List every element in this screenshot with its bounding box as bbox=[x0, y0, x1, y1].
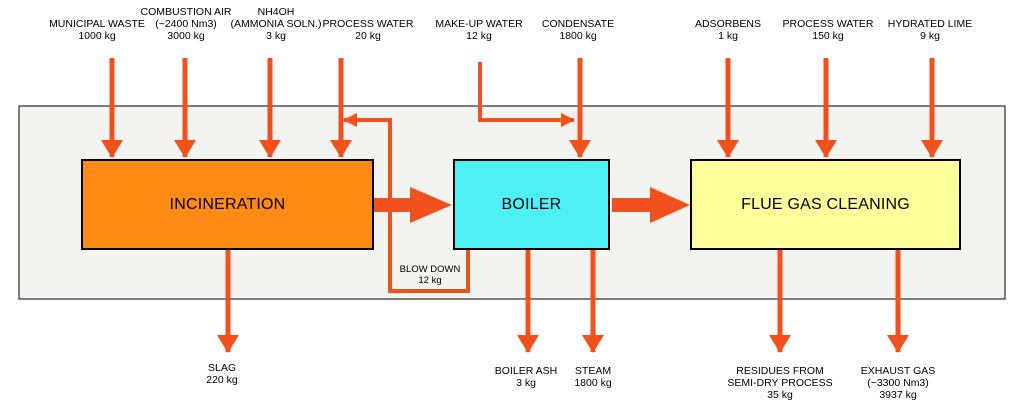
flue-gas-cleaning-box: FLUE GAS CLEANING bbox=[690, 159, 961, 250]
label-nh4oh: NH4OH (AMMONIA SOLN.) 3 kg bbox=[230, 6, 321, 42]
exhaust-gas-name: EXHAUST GAS bbox=[860, 365, 936, 377]
slag-name: SLAG bbox=[207, 362, 236, 374]
blow-down-amount: 12 kg bbox=[418, 275, 442, 286]
label-process-water-2: PROCESS WATER 150 kg bbox=[782, 18, 873, 42]
condensate-name: CONDENSATE bbox=[541, 18, 615, 30]
flue-gas-cleaning-label: FLUE GAS CLEANING bbox=[741, 195, 910, 213]
condensate-amount: 1800 kg bbox=[559, 30, 597, 42]
boiler-ash-name: BOILER ASH bbox=[494, 365, 558, 377]
hydrated-lime-amount: 9 kg bbox=[920, 30, 940, 42]
blow-down-name: BLOW DOWN bbox=[399, 264, 461, 275]
label-condensate: CONDENSATE 1800 kg bbox=[542, 18, 614, 42]
residues-name-line1: RESIDUES FROM bbox=[736, 365, 824, 377]
make-up-water-name: MAKE-UP WATER bbox=[435, 18, 523, 30]
arrow-incineration-to-boiler bbox=[374, 187, 452, 223]
incineration-box: INCINERATION bbox=[81, 159, 374, 250]
nh4oh-detail: (AMMONIA SOLN.) bbox=[230, 18, 322, 30]
boiler-label: BOILER bbox=[501, 195, 562, 213]
label-make-up-water: MAKE-UP WATER 12 kg bbox=[435, 18, 522, 42]
residues-name-line2: SEMI-DRY PROCESS bbox=[727, 377, 833, 389]
hydrated-lime-name: HYDRATED LIME bbox=[887, 18, 973, 30]
adsorbens-amount: 1 kg bbox=[718, 30, 738, 42]
boiler-ash-amount: 3 kg bbox=[516, 377, 536, 389]
steam-name: STEAM bbox=[574, 365, 612, 377]
label-process-water-1: PROCESS WATER 20 kg bbox=[322, 18, 413, 42]
exhaust-gas-volume: (~3300 Nm3) bbox=[867, 377, 929, 389]
combustion-air-volume: (~2400 Nm3) bbox=[155, 18, 217, 30]
nh4oh-name: NH4OH bbox=[257, 6, 295, 18]
combustion-air-name: COMBUSTION AIR bbox=[140, 6, 232, 18]
residues-amount: 35 kg bbox=[767, 389, 793, 401]
label-steam: STEAM 1800 kg bbox=[574, 365, 611, 389]
municipal-waste-amount: 1000 kg bbox=[78, 30, 116, 42]
exhaust-gas-amount: 3937 kg bbox=[879, 389, 917, 401]
process-water-1-amount: 20 kg bbox=[355, 30, 381, 42]
process-water-2-name: PROCESS WATER bbox=[782, 18, 874, 30]
arrow-make-up-water bbox=[478, 62, 575, 127]
boiler-box: BOILER bbox=[453, 159, 610, 250]
nh4oh-amount: 3 kg bbox=[266, 30, 286, 42]
label-exhaust-gas: EXHAUST GAS (~3300 Nm3) 3937 kg bbox=[861, 365, 936, 401]
label-combustion-air: COMBUSTION AIR (~2400 Nm3) 3000 kg bbox=[140, 6, 231, 42]
label-slag: SLAG 220 kg bbox=[206, 362, 238, 386]
label-residues: RESIDUES FROM SEMI-DRY PROCESS 35 kg bbox=[727, 365, 832, 401]
process-water-1-name: PROCESS WATER bbox=[322, 18, 414, 30]
municipal-waste-name: MUNICIPAL WASTE bbox=[49, 18, 145, 30]
process-water-2-amount: 150 kg bbox=[812, 30, 844, 42]
arrow-blow-down bbox=[343, 113, 470, 293]
label-adsorbens: ADSORBENS 1 kg bbox=[695, 18, 761, 42]
label-hydrated-lime: HYDRATED LIME 9 kg bbox=[888, 18, 972, 42]
adsorbens-name: ADSORBENS bbox=[695, 18, 761, 30]
label-blow-down: BLOW DOWN 12 kg bbox=[400, 264, 461, 286]
slag-amount: 220 kg bbox=[206, 374, 238, 386]
steam-amount: 1800 kg bbox=[574, 377, 612, 389]
label-municipal-waste: MUNICIPAL WASTE 1000 kg bbox=[49, 18, 145, 42]
arrow-boiler-to-flue-gas bbox=[612, 187, 690, 223]
make-up-water-amount: 12 kg bbox=[466, 30, 492, 42]
incineration-label: INCINERATION bbox=[169, 195, 286, 213]
combustion-air-amount: 3000 kg bbox=[167, 30, 205, 42]
label-boiler-ash: BOILER ASH 3 kg bbox=[495, 365, 557, 389]
